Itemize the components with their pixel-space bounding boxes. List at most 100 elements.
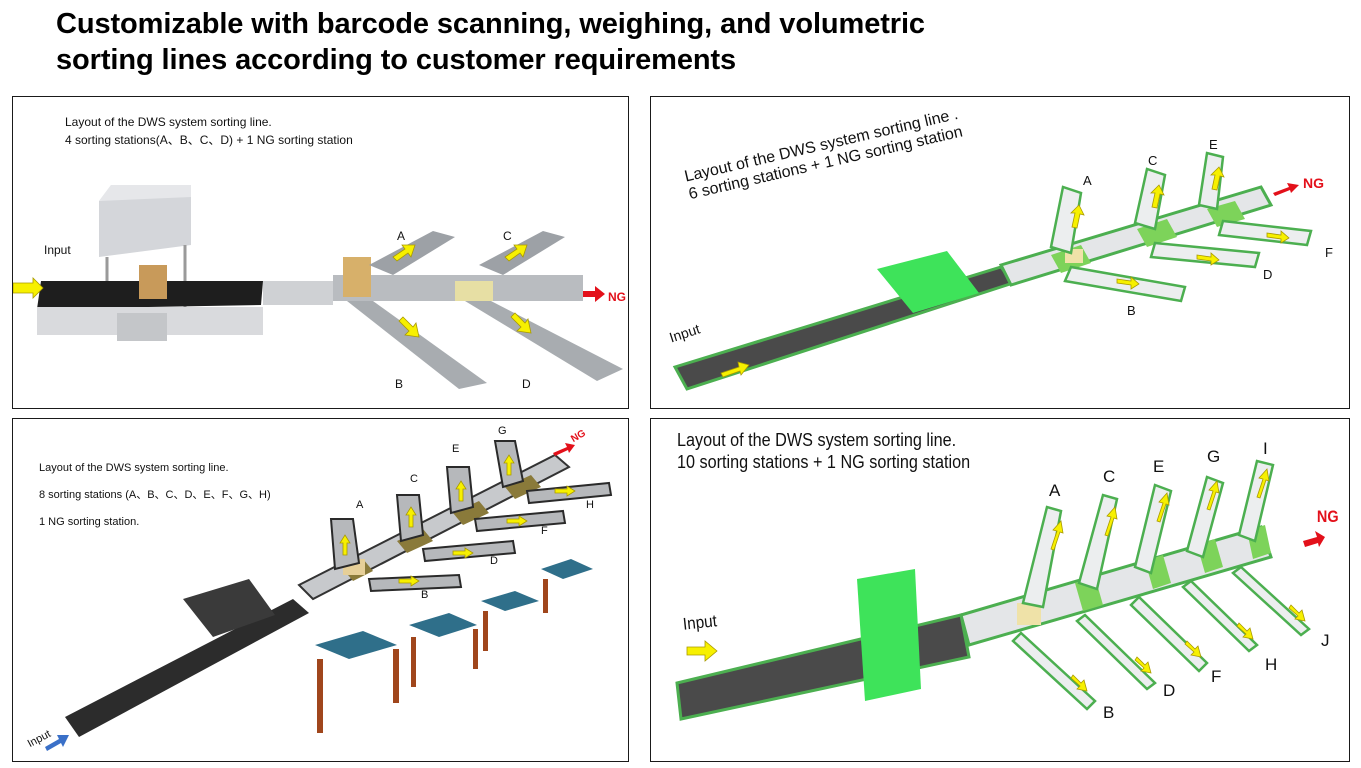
sorting-line-illustration bbox=[13, 185, 623, 389]
arrow-right-icon bbox=[1116, 276, 1140, 290]
ng-arrow-icon bbox=[1303, 531, 1325, 547]
arrow-up-icon bbox=[1070, 204, 1085, 229]
chute-a bbox=[1021, 505, 1063, 609]
chute-h bbox=[1181, 579, 1259, 653]
panel-description: Layout of the DWS system sorting line. 8… bbox=[39, 455, 271, 536]
arrow-up-icon bbox=[339, 534, 351, 556]
description-line: 8 sorting stations (A、B、C、D、E、F、G、H) bbox=[39, 489, 271, 501]
description-line: 10 sorting stations + 1 NG sorting stati… bbox=[677, 452, 971, 472]
panel-6-station-layout: Layout of the DWS system sorting line . … bbox=[650, 96, 1350, 409]
arrow-up-icon bbox=[1104, 506, 1118, 537]
arrow-up-icon bbox=[1156, 492, 1170, 523]
description-line: Layout of the DWS system sorting line. bbox=[677, 430, 957, 450]
arrow-up-icon bbox=[1150, 184, 1165, 209]
chute-j bbox=[1231, 565, 1311, 637]
arrow-right-icon bbox=[554, 485, 576, 497]
station-label-f: F bbox=[1211, 667, 1222, 686]
input-label: Input bbox=[681, 611, 718, 634]
title-line-2: sorting lines according to customer requ… bbox=[56, 44, 737, 76]
panel-10-station-layout: Layout of the DWS system sorting line. 1… bbox=[650, 418, 1350, 762]
description-line: 4 sorting stations(A、B、C、D) + 1 NG sorti… bbox=[65, 133, 353, 147]
arrow-up-right-icon bbox=[392, 244, 416, 262]
arrow-right-icon bbox=[1196, 252, 1220, 266]
ng-arrow-icon bbox=[1273, 183, 1299, 196]
arrow-up-icon bbox=[1256, 468, 1270, 499]
description-line: Layout of the DWS system sorting line. bbox=[65, 115, 272, 129]
chute-e bbox=[1197, 151, 1225, 211]
chute-f bbox=[1129, 595, 1209, 673]
scanner-hood bbox=[183, 579, 275, 637]
station-label-e: E bbox=[452, 443, 460, 455]
chute-f bbox=[1217, 219, 1313, 247]
station-label-b: B bbox=[395, 377, 404, 391]
ng-arrow-icon bbox=[553, 443, 575, 456]
chute-d bbox=[1149, 241, 1261, 269]
arrow-down-right-icon bbox=[1288, 604, 1306, 622]
input-arrow-icon bbox=[13, 277, 44, 299]
station-label-e: E bbox=[1153, 457, 1165, 476]
station-label-c: C bbox=[410, 473, 418, 485]
station-label-d: D bbox=[522, 377, 531, 391]
arrow-down-right-icon bbox=[398, 316, 420, 338]
arrow-up-icon bbox=[1210, 166, 1225, 191]
station-label-f: F bbox=[1325, 245, 1333, 260]
station-label-a: A bbox=[1049, 481, 1061, 500]
control-cabinet bbox=[117, 313, 167, 341]
panel-description: Layout of the DWS system sorting line. 4… bbox=[65, 113, 353, 149]
parcel bbox=[139, 265, 167, 299]
arrow-down-right-icon bbox=[1134, 656, 1152, 674]
collection-tables bbox=[315, 559, 593, 733]
station-label-d: D bbox=[1163, 681, 1176, 700]
station-label-c: C bbox=[1103, 467, 1116, 486]
sorting-line-illustration bbox=[45, 440, 613, 751]
description-line: Layout of the DWS system sorting line. bbox=[39, 462, 229, 474]
panel-8-station-layout: Layout of the DWS system sorting line. 8… bbox=[12, 418, 629, 762]
station-label-b: B bbox=[1127, 303, 1136, 318]
chute-c bbox=[1077, 493, 1119, 591]
roller-conveyor bbox=[263, 281, 333, 305]
description-line: 1 NG sorting station. bbox=[39, 516, 140, 528]
ng-label: NG bbox=[1316, 507, 1339, 526]
chute-c bbox=[1133, 167, 1167, 231]
arrow-up-icon bbox=[1050, 520, 1064, 551]
ng-arrow-icon bbox=[583, 286, 605, 302]
input-label: Input bbox=[44, 243, 71, 257]
input-arrow-icon bbox=[720, 361, 750, 378]
scanner-hood bbox=[857, 569, 921, 701]
arrow-down-right-icon bbox=[510, 312, 532, 334]
arrow-right-icon bbox=[1266, 230, 1290, 244]
scanner-hood bbox=[877, 251, 979, 313]
arrow-up-right-icon bbox=[504, 244, 528, 262]
station-label-c: C bbox=[503, 229, 512, 243]
input-arrow-icon bbox=[45, 735, 69, 751]
station-label-e: E bbox=[1209, 137, 1218, 152]
page-title: Customizable with barcode scanning, weig… bbox=[56, 6, 925, 78]
station-label-j: J bbox=[1321, 631, 1330, 650]
station-label-a: A bbox=[397, 229, 406, 243]
station-label-a: A bbox=[1083, 173, 1092, 188]
station-label-g: G bbox=[1207, 447, 1221, 466]
input-belt-conveyor bbox=[675, 613, 971, 721]
station-label-a: A bbox=[356, 499, 364, 511]
scanner-hood bbox=[99, 185, 191, 257]
station-label-i: I bbox=[1263, 439, 1268, 458]
station-label-d: D bbox=[490, 555, 498, 567]
sorting-line-illustration bbox=[672, 151, 1313, 391]
ng-label: NG bbox=[608, 290, 626, 304]
title-line-1: Customizable with barcode scanning, weig… bbox=[56, 8, 925, 40]
station-label-f: F bbox=[541, 525, 548, 537]
sorting-line-illustration bbox=[675, 459, 1325, 721]
chute-b bbox=[347, 301, 487, 389]
arrow-right-icon bbox=[506, 515, 528, 527]
station-label-g: G bbox=[498, 425, 507, 437]
chute-b bbox=[1011, 631, 1097, 711]
arrow-down-right-icon bbox=[1070, 674, 1088, 692]
input-arrow-icon bbox=[686, 640, 718, 662]
panel-description: Layout of the DWS system sorting line. 1… bbox=[677, 429, 970, 473]
arrow-up-icon bbox=[503, 454, 515, 476]
arrow-up-icon bbox=[455, 480, 467, 502]
panel-4-station-layout: Layout of the DWS system sorting line. 4… bbox=[12, 96, 629, 409]
arrow-down-right-icon bbox=[1236, 622, 1254, 640]
ng-label: NG bbox=[1303, 175, 1324, 191]
arrow-right-icon bbox=[398, 575, 420, 587]
